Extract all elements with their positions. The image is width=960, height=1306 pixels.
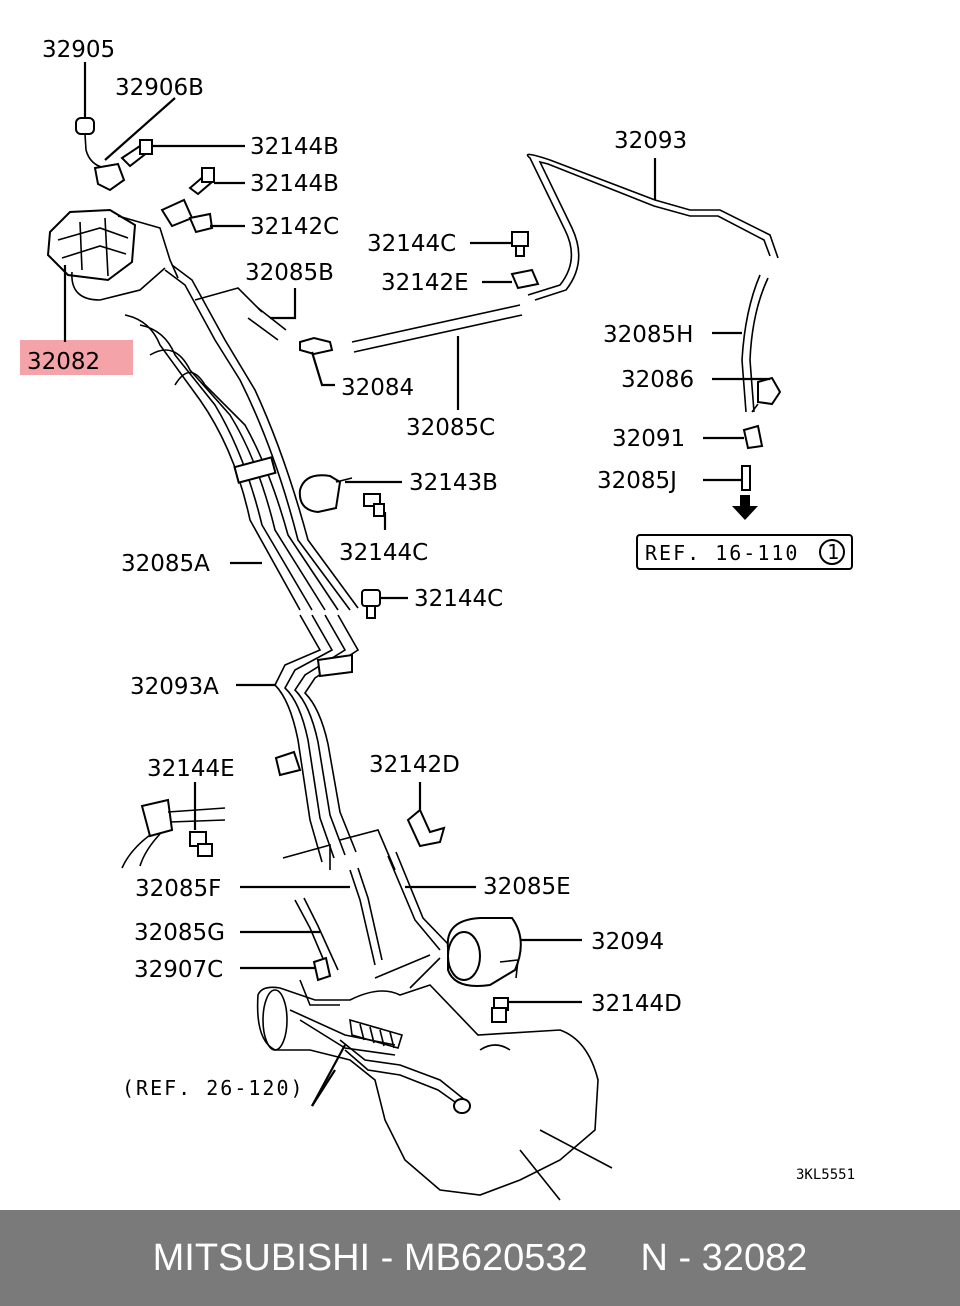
part-32144B-bolt-2[interactable] [188,167,215,196]
label-32093[interactable]: 32093 [614,128,687,154]
footer-bar: MITSUBISHI - MB620532 N - 32082 [0,1210,960,1306]
part-32144B-bolt-1[interactable] [120,139,153,168]
part-32084-check-valve[interactable] [299,336,334,356]
part-32094-canister[interactable] [446,917,522,987]
part-32905-cap[interactable] [75,117,95,135]
part-32085E-hose[interactable] [387,851,449,951]
label-32084[interactable]: 32084 [341,375,414,401]
label-32085J[interactable]: 32085J [597,468,677,494]
ref-16-110-text: REF. 16-110 [645,541,799,565]
part-32085A-hose-bundle[interactable] [124,264,359,611]
part-32091-connector[interactable] [742,424,764,450]
label-32142E[interactable]: 32142E [381,270,469,296]
label-32142C[interactable]: 32142C [250,214,339,240]
ref-26-120-text: (REF. 26-120) [122,1076,305,1100]
label-32085B[interactable]: 32085B [245,260,334,286]
part-32086-valve[interactable] [751,376,782,413]
part-32144E-bolt-detail[interactable] [121,798,226,869]
diagram-code: 3KL5551 [796,1167,855,1183]
label-32094[interactable]: 32094 [591,929,664,955]
label-32907C[interactable]: 32907C [134,957,223,983]
label-32143B[interactable]: 32143B [409,470,498,496]
part-32144C-bolt-2[interactable] [363,493,385,517]
part-32085H-hose[interactable] [741,274,769,413]
label-32091[interactable]: 32091 [612,426,685,452]
ref-16-110-box[interactable]: REF. 16-110 1 [636,534,853,570]
parts-diagram: REF. 16-110 1 [20,37,855,1201]
label-32085H[interactable]: 32085H [603,322,693,348]
part-32082-solenoid-valve[interactable] [46,208,179,301]
label-32085F[interactable]: 32085F [135,876,221,902]
label-32085A[interactable]: 32085A [121,551,210,577]
highlight-32082 [20,340,133,375]
label-32144B-1[interactable]: 32144B [250,134,339,160]
label-32144E[interactable]: 32144E [147,756,235,782]
part-32093-pipe[interactable] [526,153,779,301]
part-32085J-hose[interactable] [741,465,751,491]
label-32144D[interactable]: 32144D [591,991,682,1017]
label-32144C-3[interactable]: 32144C [414,586,503,612]
arrow-down-icon [732,495,758,520]
label-32085G[interactable]: 32085G [134,920,225,946]
part-32143B-clamp[interactable] [298,474,353,514]
part-32142C-clip[interactable] [160,198,214,234]
part-32144D-bolt[interactable] [491,997,509,1023]
label-32085E[interactable]: 32085E [483,874,571,900]
label-32905[interactable]: 32905 [42,37,115,63]
label-32086[interactable]: 32086 [621,367,694,393]
label-32906B[interactable]: 32906B [115,75,204,101]
footer-part-info: MITSUBISHI - MB620532 N - 32082 [152,1236,808,1279]
part-32144C-bolt-3[interactable] [361,589,381,619]
part-32906B-bracket[interactable] [84,133,126,192]
part-32907C-fitting[interactable] [312,956,332,982]
label-32085C[interactable]: 32085C [406,415,495,441]
label-32082[interactable]: 32082 [27,349,100,375]
label-32144C-2[interactable]: 32144C [339,540,428,566]
part-32142E-clamp[interactable] [510,268,540,290]
label-32144B-2[interactable]: 32144B [250,171,339,197]
part-32085B-hose[interactable] [247,307,287,341]
transmission-outline [256,954,613,1201]
part-32085C-hose[interactable] [351,304,523,353]
label-32142D[interactable]: 32142D [369,752,460,778]
label-32093A[interactable]: 32093A [130,674,219,700]
part-32085F-hose[interactable] [349,867,383,966]
ref-16-110-circle-number: 1 [827,540,841,564]
part-32144C-bolt-1[interactable] [511,231,529,257]
part-32142D-clip[interactable] [406,808,446,848]
label-32144C-1[interactable]: 32144C [367,231,456,257]
part-32093A-pipe[interactable] [274,614,360,863]
